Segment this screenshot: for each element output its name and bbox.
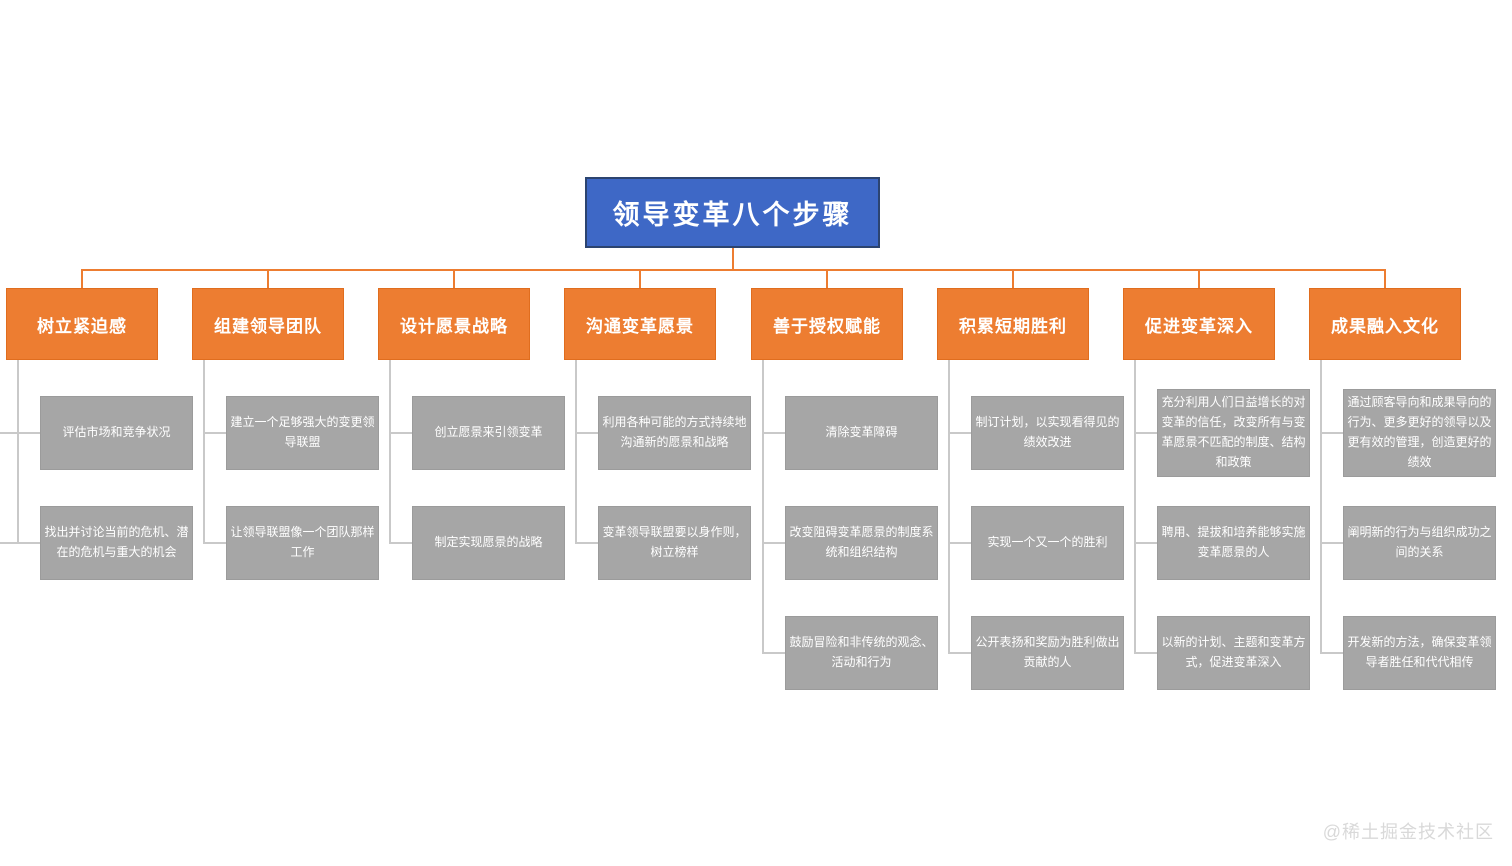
detail-node-7-1: 充分利用人们日益增长的对变革的信任，改变所有与变革愿景不匹配的制度、结构和政策: [1157, 389, 1310, 477]
drop-connector-1: [81, 269, 83, 288]
step-node-3: 设计愿景战略: [378, 288, 530, 360]
drop-connector-4: [639, 269, 641, 288]
detail-node-6-2: 实现一个又一个的胜利: [971, 506, 1124, 580]
step-node-6: 积累短期胜利: [937, 288, 1089, 360]
drop-connector-5: [826, 269, 828, 288]
branch-elbow-8-3: [1320, 652, 1343, 654]
branch-elbow-6-1: [948, 432, 971, 434]
detail-node-5-1: 清除变革障碍: [785, 396, 938, 470]
branch-elbow-5-1: [762, 432, 785, 434]
branch-elbow-3-2: [389, 542, 412, 544]
branch-elbow-7-1: [1134, 432, 1157, 434]
branch-elbow-7-3: [1134, 652, 1157, 654]
branch-elbow-1-2: [0, 542, 40, 544]
detail-node-1-2: 找出并讨论当前的危机、潜在的危机与重大的机会: [40, 506, 193, 580]
step-node-4: 沟通变革愿景: [564, 288, 716, 360]
branch-elbow-8-1: [1320, 432, 1343, 434]
detail-node-5-2: 改变阻碍变革愿景的制度系统和组织结构: [785, 506, 938, 580]
branch-vline-8: [1320, 360, 1322, 654]
branch-elbow-1-1: [0, 432, 40, 434]
detail-node-8-1: 通过顾客导向和成果导向的行为、更多更好的领导以及更有效的管理，创造更好的绩效: [1343, 389, 1496, 477]
detail-node-3-1: 创立愿景来引领变革: [412, 396, 565, 470]
branch-vline-3: [389, 360, 391, 544]
branch-elbow-3-1: [389, 432, 412, 434]
branch-elbow-6-2: [948, 542, 971, 544]
detail-node-7-2: 聘用、提拔和培养能够实施变革愿景的人: [1157, 506, 1310, 580]
branch-vline-2: [203, 360, 205, 544]
branch-elbow-7-2: [1134, 542, 1157, 544]
detail-node-2-2: 让领导联盟像一个团队那样工作: [226, 506, 379, 580]
detail-node-4-1: 利用各种可能的方式持续地沟通新的愿景和战略: [598, 396, 751, 470]
detail-node-7-3: 以新的计划、主题和变革方式，促进变革深入: [1157, 616, 1310, 690]
branch-vline-7: [1134, 360, 1136, 654]
root-node: 领导变革八个步骤: [585, 177, 880, 248]
step-node-8: 成果融入文化: [1309, 288, 1461, 360]
branch-elbow-6-3: [948, 652, 971, 654]
detail-node-6-3: 公开表扬和奖励为胜利做出贡献的人: [971, 616, 1124, 690]
detail-node-8-3: 开发新的方法，确保变革领导者胜任和代代相传: [1343, 616, 1496, 690]
branch-vline-6: [948, 360, 950, 654]
branch-vline-5: [762, 360, 764, 654]
drop-connector-7: [1198, 269, 1200, 288]
drop-connector-2: [267, 269, 269, 288]
branch-elbow-2-1: [203, 432, 226, 434]
detail-node-6-1: 制订计划，以实现看得见的绩效改进: [971, 396, 1124, 470]
watermark: @稀土掘金技术社区: [1322, 822, 1494, 842]
detail-node-5-3: 鼓励冒险和非传统的观念、活动和行为: [785, 616, 938, 690]
branch-elbow-5-3: [762, 652, 785, 654]
root-riser-connector: [732, 248, 734, 270]
drop-connector-6: [1012, 269, 1014, 288]
branch-vline-1: [17, 360, 19, 544]
rail-connector: [82, 269, 1386, 271]
drop-connector-8: [1384, 269, 1386, 288]
detail-node-3-2: 制定实现愿景的战略: [412, 506, 565, 580]
branch-elbow-8-2: [1320, 542, 1343, 544]
step-node-7: 促进变革深入: [1123, 288, 1275, 360]
step-node-5: 善于授权赋能: [751, 288, 903, 360]
branch-elbow-2-2: [203, 542, 226, 544]
drop-connector-3: [453, 269, 455, 288]
branch-vline-4: [575, 360, 577, 544]
step-node-1: 树立紧迫感: [6, 288, 158, 360]
branch-elbow-4-1: [575, 432, 598, 434]
detail-node-8-2: 阐明新的行为与组织成功之间的关系: [1343, 506, 1496, 580]
branch-elbow-4-2: [575, 542, 598, 544]
branch-elbow-5-2: [762, 542, 785, 544]
detail-node-2-1: 建立一个足够强大的变更领导联盟: [226, 396, 379, 470]
detail-node-1-1: 评估市场和竞争状况: [40, 396, 193, 470]
detail-node-4-2: 变革领导联盟要以身作则，树立榜样: [598, 506, 751, 580]
step-node-2: 组建领导团队: [192, 288, 344, 360]
